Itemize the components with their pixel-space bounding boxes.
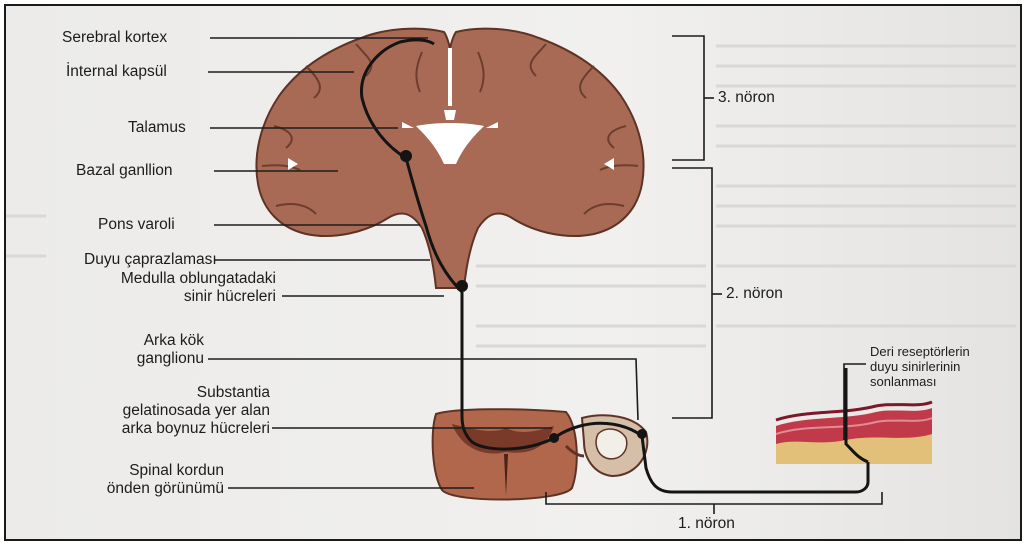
synapse-thalamus [400, 150, 412, 162]
synapse-medulla [456, 280, 468, 292]
label-substantia-line3: arka boynuz hücreleri [26, 420, 270, 438]
label-spinal-kord: Spinal kordun önden görünümü [26, 462, 224, 498]
label-substantia-line1: Substantia [26, 384, 270, 402]
septum-gap [444, 110, 456, 120]
skin-patch [776, 402, 932, 464]
label-spinal-line2: önden görünümü [26, 480, 224, 498]
spinal-cord-section [433, 409, 648, 499]
label-medulla: Medulla oblungatadaki sinir hücreleri [26, 270, 276, 306]
label-duyu-caprazlamasi: Duyu çaprazlaması [84, 251, 217, 269]
synapse-dorsal-horn [549, 433, 559, 443]
brain-section [256, 29, 643, 288]
label-1-noron: 1. nöron [678, 515, 735, 533]
label-medulla-line2: sinir hücreleri [26, 288, 276, 306]
ganglion-cell-body [637, 429, 647, 439]
label-internal-kapsul: İnternal kapsül [66, 63, 167, 81]
label-deri-line1: Deri reseptörlerin [870, 344, 970, 359]
ganglion-core [596, 429, 627, 459]
label-deri-reseptorleri: Deri reseptörlerin duyu sinirlerinin son… [870, 344, 970, 389]
label-2-noron: 2. nöron [726, 285, 783, 303]
label-arka-kok-line2: ganglionu [66, 350, 204, 368]
label-substantia-gelatinosa: Substantia gelatinosada yer alan arka bo… [26, 384, 270, 438]
label-3-noron: 3. nöron [718, 89, 775, 107]
label-substantia-line2: gelatinosada yer alan [26, 402, 270, 420]
label-bazal-ganglion: Bazal ganllion [76, 162, 173, 180]
label-arka-kok-line1: Arka kök [66, 332, 204, 350]
label-talamus: Talamus [128, 119, 186, 137]
label-spinal-line1: Spinal kordun [26, 462, 224, 480]
label-deri-line2: duyu sinirlerinin [870, 359, 970, 374]
figure-frame: Serebral kortex İnternal kapsül Talamus … [4, 4, 1022, 541]
label-pons-varoli: Pons varoli [98, 216, 175, 234]
label-serebral-kortex: Serebral kortex [62, 29, 167, 47]
label-medulla-line1: Medulla oblungatadaki [26, 270, 276, 288]
label-deri-line3: sonlanması [870, 374, 970, 389]
label-arka-kok-ganglionu: Arka kök ganglionu [66, 332, 204, 368]
